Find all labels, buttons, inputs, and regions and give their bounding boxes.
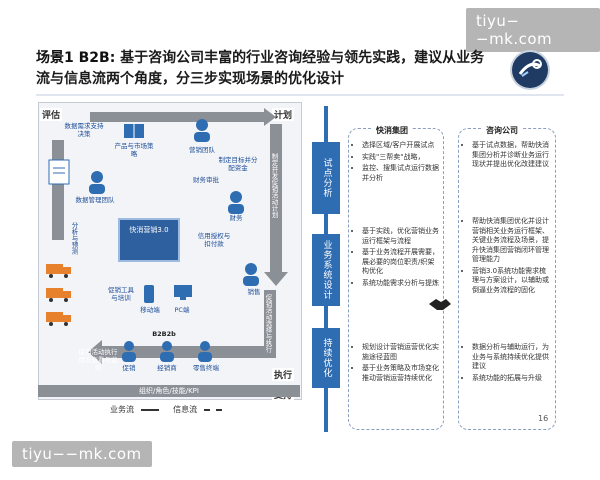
col1-s2-item: 系统功能需求分析与提炼	[362, 279, 441, 289]
data-team-icon	[89, 171, 105, 194]
truck-icon-2	[46, 288, 71, 302]
bottom-flow-arrow	[100, 346, 270, 358]
top-flow-arrow	[90, 112, 268, 122]
bottom-arrow-head-icon	[88, 340, 102, 364]
stage-pilot-label: 试点分析	[321, 158, 332, 198]
plan-arrow-label: 制定并发促销活动计划	[270, 152, 278, 218]
pc-icon	[174, 285, 192, 300]
node-tools: 促销工具与培训	[108, 286, 134, 302]
node-sales: 销售	[247, 288, 261, 296]
stage-pilot: 试点分析	[312, 142, 340, 214]
left-up-arrow	[52, 140, 64, 240]
col2-header: 咨询公司	[483, 125, 521, 136]
col1-sec1: 选择区域/客户开展试点 实践"三帮卖"战略， 监控、搜集试点运行数据并分析	[353, 141, 441, 185]
node-data-req: 数据需求支持决策	[64, 122, 104, 138]
col2-sec3: 数据分析与辅助运行，为业务与系统持续优化提供建议 系统功能的拓展与升级	[463, 343, 551, 385]
node-promo-exec: 促销活动执行情况查看与监测	[78, 348, 118, 372]
truck-icon-1	[46, 264, 71, 278]
right-lower-arrow	[264, 290, 276, 358]
top-arrow-head-icon	[264, 108, 276, 126]
page-number: 16	[538, 414, 549, 423]
legend-info: 信息流	[173, 405, 198, 414]
corner-evaluate: 评估	[40, 108, 63, 121]
col1-s1-item: 监控、搜集试点运行数据并分析	[362, 164, 441, 183]
col2-s1-item: 基于试点数据，帮助快消集团分析并诊断业务运行现状并提出优化改建建议	[472, 141, 551, 170]
finance-person-icon	[228, 191, 244, 214]
stage-optimize: 持续优化	[312, 328, 340, 388]
person-icon	[194, 119, 210, 142]
sales-person-icon	[243, 263, 259, 286]
col1-s3-item: 基于业务策略及市场变化推动营销运营持续优化	[362, 364, 441, 383]
center-label: 快消营销3.0	[129, 226, 169, 234]
dealer-person-icon	[160, 341, 174, 362]
col2-s2-item: 帮助快消集团优化并设计营销相关业务运行框架、关键业务流程及场景，提升快消集团营销…	[472, 217, 551, 265]
stage-design: 业务系统设计	[312, 234, 340, 306]
node-mobile: 移动端	[140, 306, 160, 314]
col2-sec1: 基于试点数据，帮助快消集团分析并诊断业务运行现状并提出优化改建建议	[463, 141, 551, 172]
node-dealer: 经销商	[157, 364, 177, 372]
col1-s2-item: 基于实践，优化营销业务运行框架与流程	[362, 227, 441, 246]
col1-s3-item: 规划设计营销运营优化实施途径蓝图	[362, 343, 441, 362]
doc-icon	[48, 159, 70, 185]
retail-person-icon	[198, 341, 212, 362]
title-prefix: 场景1 B2B:	[36, 50, 116, 66]
exec-arrow-label: 促销活动选择与执行	[264, 293, 272, 353]
title-text: 基于咨询公司丰富的行业咨询经验与领先实践，建议从业务流与信息流两个角度，分三步实…	[36, 50, 485, 87]
node-target-alloc: 制定目标并分配资金	[218, 156, 258, 172]
node-analysis: 分析与预测	[70, 222, 78, 255]
watermark-bottom: tiyu−−mk.com	[12, 441, 152, 467]
stage-optimize-label: 持续优化	[321, 338, 332, 378]
stage-design-label: 业务系统设计	[321, 240, 332, 300]
right-arrow-head-icon	[264, 272, 288, 286]
column-client: 快消集团 选择区域/客户开展试点 实践"三帮卖"战略， 监控、搜集试点运行数据并…	[348, 125, 444, 430]
node-strategy: 产品与市场策略	[114, 142, 154, 158]
book-icon	[124, 124, 144, 138]
mobile-icon	[144, 285, 154, 303]
column-consultant: 咨询公司 基于试点数据，帮助快消集团分析并诊断业务运行现状并提出优化改建建议 帮…	[458, 125, 556, 430]
node-b2b2b: B2B2b	[152, 330, 176, 338]
col1-s1-item: 实践"三帮卖"战略，	[362, 153, 441, 163]
node-marketing-team: 营销团队	[189, 146, 215, 154]
node-credit: 信用授权与扣付款	[197, 232, 231, 248]
page-title: 场景1 B2B: 基于咨询公司丰富的行业咨询经验与领先实践，建议从业务流与信息流…	[36, 48, 496, 90]
col1-sec3: 规划设计营销运营优化实施途径蓝图 基于业务策略及市场变化推动营销运营持续优化	[353, 343, 441, 385]
corner-plan: 计划	[272, 108, 295, 121]
center-system-box: 快消营销3.0	[118, 218, 180, 262]
corner-execute: 执行	[272, 368, 295, 381]
col1-s2-item: 基于业务流程开展需要，展必要的岗位职责/织架构优化	[362, 248, 441, 277]
promo-person-icon	[122, 341, 136, 362]
title-divider	[36, 94, 564, 96]
col2-s2-item: 营销3.0系统功能需求梳理与方案设计，以辅助或倒逼业务流程的固化	[472, 267, 551, 296]
col2-s3-item: 数据分析与辅助运行，为业务与系统持续优化提供建议	[472, 343, 551, 372]
node-retail: 零售终端	[193, 364, 219, 372]
col2-s3-item: 系统功能的拓展与升级	[472, 374, 551, 384]
col1-s1-item: 选择区域/客户开展试点	[362, 141, 441, 151]
legend-solid-line	[140, 408, 159, 411]
right-down-arrow	[270, 124, 282, 274]
col2-sec2: 帮助快消集团优化并设计营销相关业务运行框架、关键业务流程及场景，提升快消集团营销…	[463, 217, 551, 297]
node-data-mgmt: 数据管理团队	[75, 196, 115, 204]
watermark-top: tiyu−−mk.com	[466, 8, 600, 52]
handshake-icon	[429, 299, 451, 310]
legend-business: 业务流	[110, 405, 134, 414]
brand-logo-icon	[512, 52, 548, 88]
node-pc: PC端	[174, 306, 190, 314]
org-bar: 组织/角色/技能/KPI	[38, 385, 300, 397]
truck-icon-3	[46, 312, 71, 326]
legend: 业务流 信息流	[110, 404, 222, 415]
legend-dashed-line	[203, 408, 222, 411]
approach-panel: 试点分析 业务系统设计 持续优化 快消集团 选择区域/客户开展试点 实践"三帮卖…	[312, 106, 560, 432]
node-promo: 促销	[122, 364, 136, 372]
node-finance-audit: 财务审批	[193, 176, 219, 184]
col1-sec2: 基于实践，优化营销业务运行框架与流程 基于业务流程开展需要，展必要的岗位职责/织…	[353, 227, 441, 290]
col1-header: 快消集团	[373, 125, 411, 136]
node-finance: 财务	[229, 214, 243, 222]
